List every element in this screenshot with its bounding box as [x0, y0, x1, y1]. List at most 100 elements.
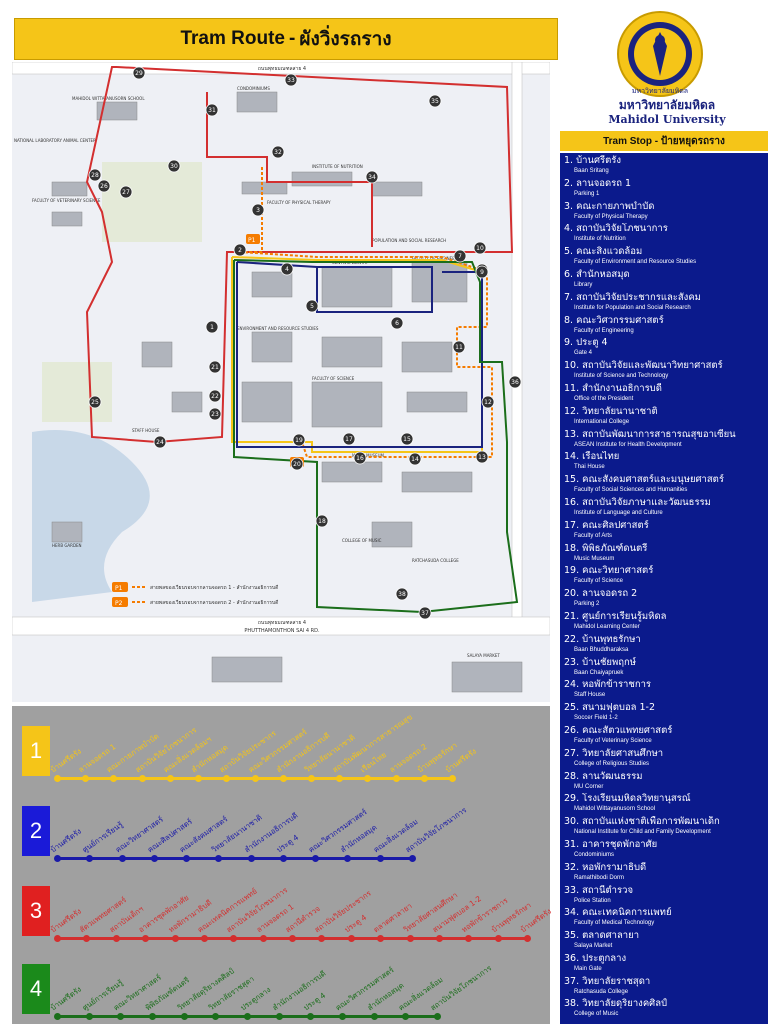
stop-name-en: Staff House — [574, 692, 606, 699]
label-ratchasuda: RATCHASUDA COLLEGE — [412, 558, 459, 563]
route-stop-dot — [392, 775, 400, 782]
label-salaya-market: SALAYA MARKET — [467, 653, 500, 658]
stop-marker: 7 — [453, 249, 467, 263]
route-stop-dot — [402, 1013, 410, 1020]
label-staff-house: STAFF HOUSE — [132, 428, 160, 433]
route-stop-dot — [54, 855, 61, 862]
stop-item: 32. หอพักรามาธิบดีRamathibodi Dorm — [564, 862, 768, 885]
stop-name-en: Thai House — [574, 464, 605, 471]
university-seal-icon: มหาวิทยาลัยมหิดล — [617, 11, 703, 97]
route-stop-dot — [339, 1013, 346, 1020]
route-stop-label: บ้านศรีตรัง — [48, 984, 83, 1013]
label-engineering: FACULTY OF ENGINEERING — [412, 256, 465, 261]
stop-marker-label: 4 — [285, 266, 289, 273]
stop-name-th: 24. หอพักข้าราชการ — [564, 679, 652, 691]
stop-item: 18. พิพิธภัณฑ์ดนตรีMusic Museum — [564, 543, 768, 566]
route-stop-dot — [215, 855, 223, 862]
stop-name-th: 4. สถาบันวิจัยโภชนาการ — [564, 223, 668, 235]
route-stop-dot — [420, 775, 428, 782]
route-stop-dot — [195, 775, 203, 782]
legend-p1-marker: P1 — [115, 585, 123, 592]
stop-marker: 18 — [315, 514, 329, 528]
stop-marker-label: 16 — [356, 455, 364, 462]
stop-name-th: 27. วิทยาลัยศาสนศึกษา — [564, 747, 664, 759]
stop-name-en: Library — [574, 281, 593, 288]
stop-marker: 36 — [508, 375, 522, 389]
route-3-branch — [206, 92, 373, 247]
stop-name-en: Main Gate — [574, 965, 602, 972]
stop-name-th: 16. สถาบันวิจัยภาษาและวัฒนธรรม — [564, 496, 711, 508]
stop-name-th: 30. สถาบันแห่งชาติเพื่อการพัฒนาเด็ก — [564, 816, 720, 828]
stop-item: 26. คณะสัตวแพทยศาสตร์Faculty of Veterina… — [564, 725, 768, 748]
route-stop-dot — [289, 935, 296, 942]
stop-name-en: Parking 1 — [574, 190, 600, 197]
stop-name-th: 35. ตลาดศาลายา — [564, 930, 640, 942]
stop-marker: 21 — [208, 360, 222, 374]
stop-marker: 27 — [119, 185, 133, 199]
stop-marker-label: 26 — [100, 183, 108, 190]
stop-name-th: 9. ประตู 4 — [564, 337, 608, 349]
stop-marker-label: 32 — [274, 149, 282, 156]
stop-name-th: 19. คณะวิทยาศาสตร์ — [564, 565, 654, 577]
stop-name-th: 26. คณะสัตวแพทยศาสตร์ — [564, 724, 673, 736]
stop-item: 10. สถาบันวิจัยและพัฒนาวิทยาศาสตร์Instit… — [564, 360, 768, 383]
stop-name-en: Institute for Population and Social Rese… — [574, 304, 691, 311]
route-stop-dot — [275, 1013, 283, 1020]
stop-marker-label: 33 — [287, 77, 295, 84]
stop-name-th: 22. บ้านพุทธรักษา — [564, 633, 641, 645]
map-title: Tram Route - ผังวิ่งรถราง — [14, 18, 558, 60]
stop-name-en: National Institute for Child and Family … — [574, 829, 711, 836]
route-stop-dot — [376, 855, 384, 862]
stop-item: 11. สำนักงานอธิการบดีOffice of the Presi… — [564, 383, 768, 406]
stop-marker-label: 25 — [91, 399, 99, 406]
stop-marker: 24 — [153, 435, 167, 449]
stop-marker: 14 — [408, 452, 422, 466]
stop-name-th: 3. คณะกายภาพบำบัด — [564, 200, 655, 212]
stop-marker: 3 — [251, 203, 265, 217]
label-population: POPULATION AND SOCIAL RESEARCH — [372, 238, 446, 243]
stop-marker-label: 14 — [411, 456, 419, 463]
stop-name-en: Institute of Science and Technology — [574, 373, 669, 380]
label-vet: FACULTY OF VETERINARY SCIENCE — [32, 198, 101, 203]
tram-stop-header: Tram Stop - ป้ายหยุดรถราง — [560, 131, 768, 151]
legend-p2-marker: P2 — [115, 600, 123, 607]
stop-name-th: 38. วิทยาลัยดุริยางคศิลป์ — [564, 998, 668, 1010]
stop-item: 34. คณะเทคนิคการแพทย์Faculty of Medical … — [564, 907, 768, 930]
stop-name-th: 18. พิพิธภัณฑ์ดนตรี — [564, 542, 648, 554]
route-stop-dot — [166, 775, 174, 782]
label-physical-therapy: FACULTY OF PHYSICAL THERAPY — [267, 200, 331, 205]
stop-marker: 10 — [473, 241, 487, 255]
legend-p2-text: สายพลของเวียนรอบจากลานจอดรถ 2 - สำนักงาน… — [150, 599, 278, 606]
stop-marker: 6 — [390, 316, 404, 330]
stop-marker-label: 3 — [256, 207, 260, 214]
stop-name-th: 32. หอพักรามาธิบดี — [564, 861, 647, 873]
route-orange-line — [239, 251, 493, 458]
stop-name-th: 29. โรงเรียนมหิดลวิทยานุสรณ์ — [564, 793, 691, 805]
route-stop-dot — [110, 775, 118, 782]
stop-name-en: Faculty of Physical Therapy — [574, 213, 648, 220]
stop-name-th: 11. สำนักงานอธิการบดี — [564, 382, 662, 394]
stop-item: 23. บ้านชัยพฤกษ์Baan Chaiyapruek — [564, 657, 768, 680]
stop-name-th: 13. สถาบันพัฒนาการสาธารณสุขอาเซียน — [564, 428, 736, 440]
route-stop-dot — [83, 935, 91, 942]
stop-marker: 28 — [88, 168, 102, 182]
legend-p1-text: สายพลของเวียนรอบจากลานจอดรถ 1 - สำนักงาน… — [150, 584, 278, 591]
stop-name-th: 6. สำนักหอสมุด — [564, 268, 630, 280]
stop-marker: 16 — [353, 451, 367, 465]
stop-name-th: 15. คณะสังคมศาสตร์และมนุษยศาสตร์ — [564, 474, 724, 486]
stop-marker: 38 — [395, 587, 409, 601]
stop-marker-label: 6 — [395, 320, 399, 327]
stop-marker: 1 — [205, 320, 219, 334]
stop-name-th: 28. ลานวัฒนธรรม — [564, 770, 643, 782]
stop-item: 15. คณะสังคมศาสตร์และมนุษยศาสตร์Faculty … — [564, 474, 768, 497]
stop-name-en: Gate 4 — [574, 350, 593, 357]
stop-name-en: Mahidol Wittayanusorn School — [574, 806, 656, 813]
